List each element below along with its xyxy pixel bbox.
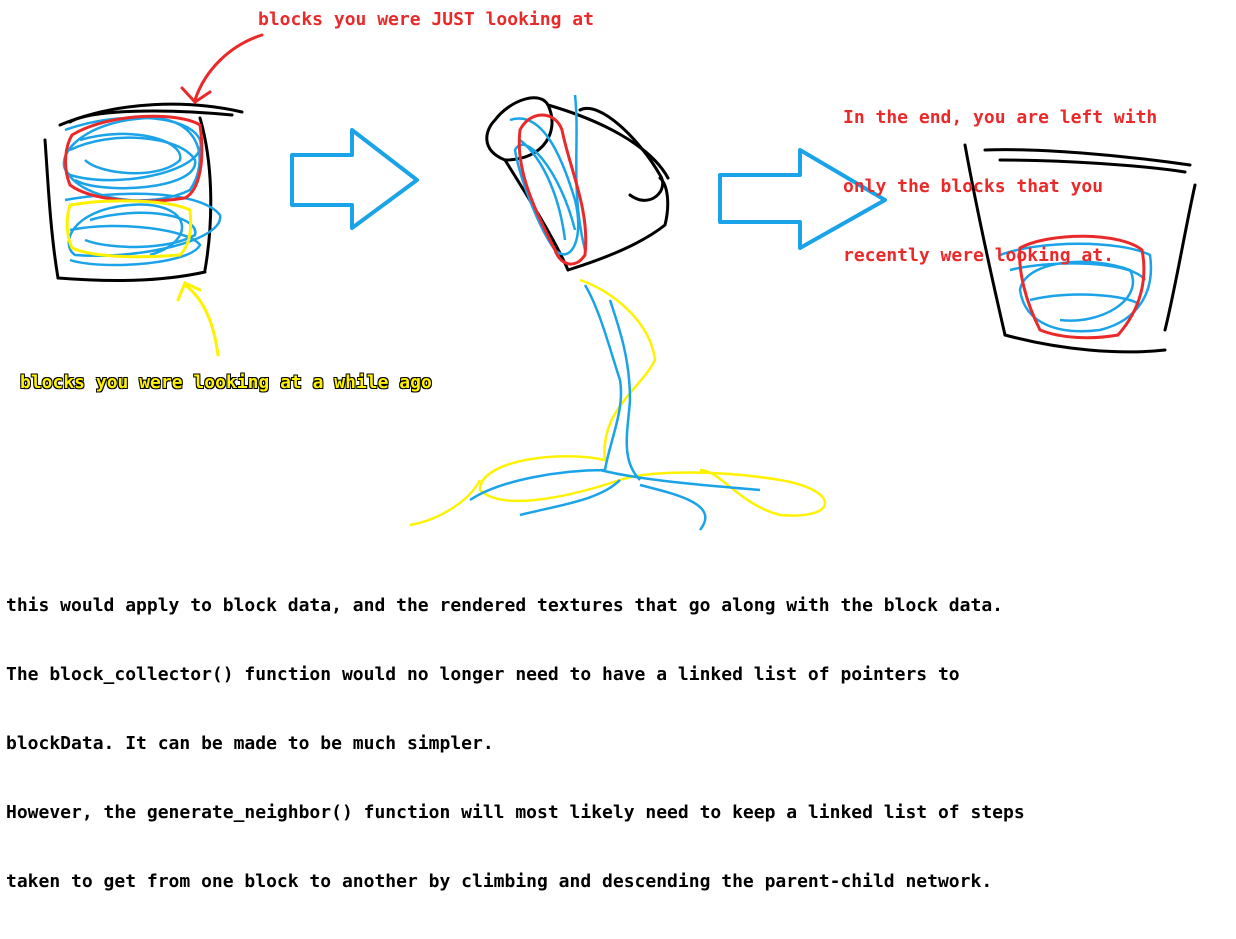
cup-empty-blue-scribble xyxy=(999,242,1153,333)
label-end-line-2: only the blocks that you xyxy=(843,176,1104,197)
recent-blocks-outline-1 xyxy=(64,114,204,203)
explanation-text: this would apply to block data, and the … xyxy=(6,548,1234,939)
old-blocks-outline-1 xyxy=(65,199,193,259)
explanation-line-1: this would apply to block data, and the … xyxy=(6,595,1003,616)
explanation-line-5: taken to get from one block to another b… xyxy=(6,871,993,892)
label-end-line-3: recently were looking at. xyxy=(843,245,1114,266)
explanation-line-4: However, the generate_neighbor() functio… xyxy=(6,802,1025,823)
label-recent-blocks: blocks you were JUST looking at xyxy=(258,9,594,30)
explanation-line-3: blockData. It can be made to be much sim… xyxy=(6,733,494,754)
label-end-note: In the end, you are left with only the b… xyxy=(843,60,1157,313)
recent-blocks-outline-2 xyxy=(517,113,588,266)
explanation-line-2: The block_collector() function would no … xyxy=(6,664,960,685)
diagram-drawing xyxy=(43,33,1197,531)
cup-full xyxy=(43,102,244,282)
yellow-pointer-arrow xyxy=(176,280,220,357)
recent-blocks-outline-3 xyxy=(1018,234,1146,340)
cup-empty xyxy=(963,143,1197,354)
label-old-blocks: blocks you were looking at a while ago xyxy=(20,372,432,393)
flow-arrow-2 xyxy=(718,148,887,250)
cup-full-blue-scribble xyxy=(62,116,222,267)
spill-yellow xyxy=(409,278,826,527)
label-end-line-1: In the end, you are left with xyxy=(843,107,1158,128)
red-pointer-arrow xyxy=(180,33,264,104)
flow-arrow-1 xyxy=(290,128,419,230)
diagram: blocks you were JUST looking at blocks y… xyxy=(6,9,1197,892)
spill-blue xyxy=(469,284,761,531)
